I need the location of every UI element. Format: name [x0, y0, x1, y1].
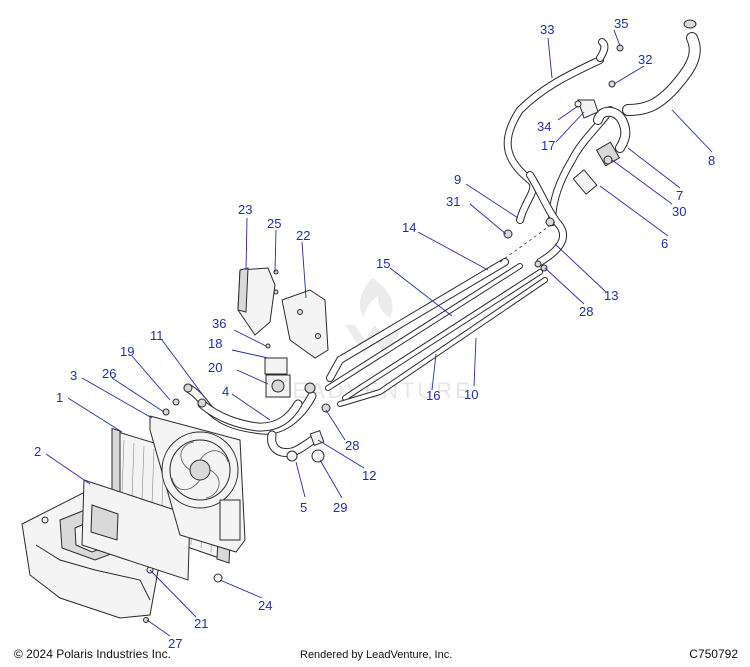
fan-assembly [149, 415, 246, 553]
rear-coolant-hoses [503, 38, 614, 266]
callout-3: 3 [70, 368, 77, 383]
callout-28a: 28 [345, 438, 359, 453]
callout-5: 5 [300, 500, 307, 515]
callout-9: 9 [454, 172, 461, 187]
callout-27: 27 [168, 636, 182, 651]
callout-36: 36 [212, 316, 226, 331]
radiator-frame [81, 479, 191, 581]
callout-29: 29 [333, 500, 347, 515]
callout-12: 12 [362, 468, 376, 483]
rendered-by-text: Rendered by LeadVenture, Inc. [300, 649, 453, 661]
callout-18: 18 [208, 336, 222, 351]
callout-8: 8 [708, 153, 715, 168]
callout-2: 2 [34, 444, 41, 459]
callout-19: 19 [120, 344, 134, 359]
callout-20: 20 [208, 360, 222, 375]
figure-id: C750792 [689, 647, 738, 661]
callout-22: 22 [296, 228, 310, 243]
callout-11: 11 [150, 328, 164, 343]
callout-13: 13 [604, 288, 618, 303]
thermostat-hose-assembly [572, 99, 631, 195]
routing-guide-line [499, 221, 556, 263]
callout-23: 23 [238, 202, 252, 217]
callout-21: 21 [194, 616, 208, 631]
callout-33: 33 [540, 22, 554, 37]
callout-10: 10 [464, 387, 478, 402]
leader-lines [45, 29, 713, 637]
bracket-23 [237, 267, 276, 336]
callout-16: 16 [426, 388, 440, 403]
callout-24: 24 [258, 598, 272, 613]
copyright-text: © 2024 Polaris Industries Inc. [14, 647, 171, 661]
callout-4: 4 [222, 384, 229, 399]
hardware [143, 44, 624, 623]
long-coolant-tubes [325, 258, 548, 407]
callout-30: 30 [672, 204, 686, 219]
callout-7: 7 [676, 188, 683, 203]
callout-31: 31 [446, 194, 460, 209]
callout-14: 14 [402, 220, 416, 235]
callout-labels: 1 2 3 4 5 6 7 8 9 10 11 12 13 14 15 16 1… [34, 16, 715, 651]
bracket-22 [281, 289, 329, 359]
callout-15: 15 [376, 256, 390, 271]
callout-28b: 28 [579, 304, 593, 319]
callout-1: 1 [56, 390, 63, 405]
callout-34: 34 [537, 119, 551, 134]
callout-6: 6 [661, 236, 668, 251]
callout-35: 35 [614, 16, 628, 31]
callout-26: 26 [102, 366, 116, 381]
upper-hose-8 [622, 19, 701, 116]
callout-17: 17 [541, 138, 555, 153]
callout-25: 25 [267, 216, 281, 231]
callout-32: 32 [638, 52, 652, 67]
